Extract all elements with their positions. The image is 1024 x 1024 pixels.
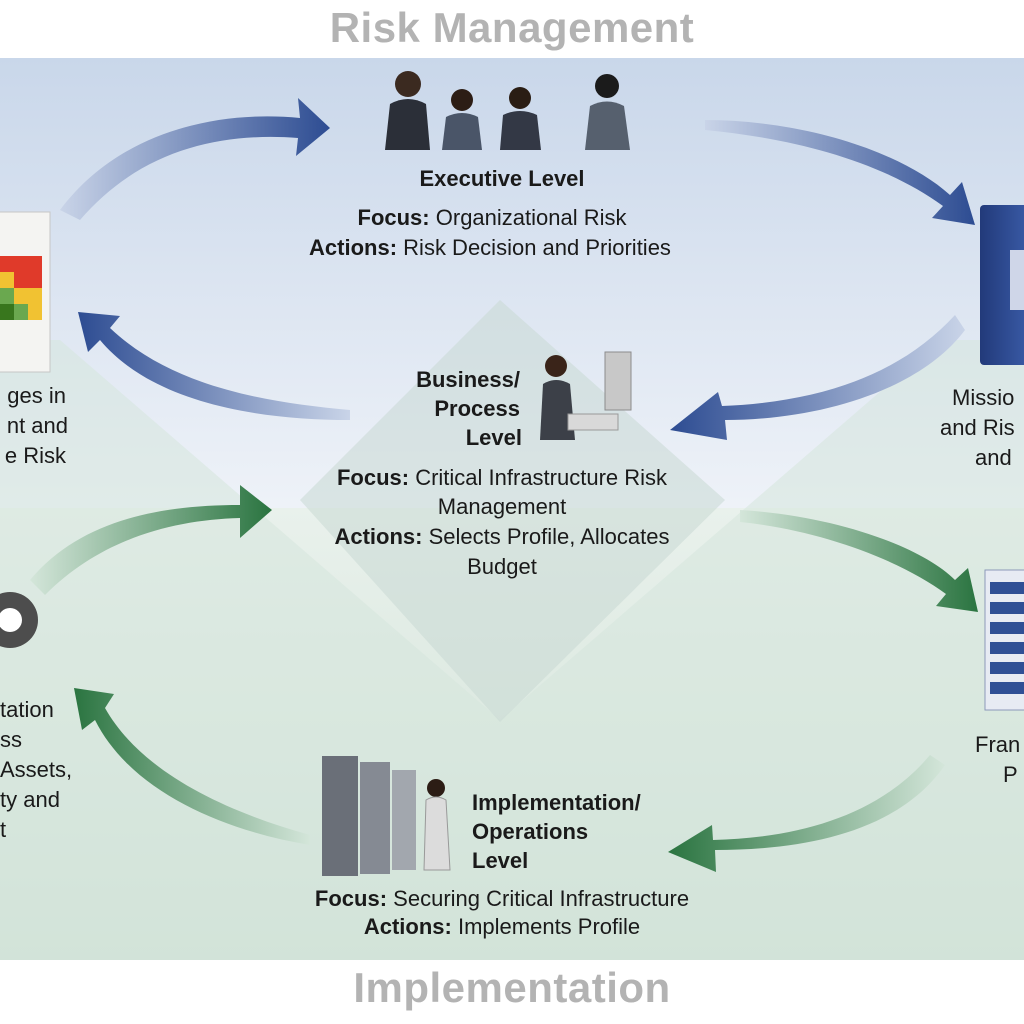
arrow-implementation-to-left [74,688,310,845]
executive-focus: Focus: Organizational Risk [262,203,722,233]
business-focus-line-1: Critical Infrastructure Risk [415,465,668,490]
business-focus-line-2: Management [437,494,567,519]
business-actions: Actions: Selects Profile, Allocates [272,522,732,552]
left-bottom-label-line-2: ss [0,727,22,752]
executive-level-heading: Executive Level [419,166,585,191]
arrow-business-to-right [740,510,978,612]
left-bottom-label-line-3: Assets, [0,757,73,782]
executive-actions-text: Risk Decision and Priorities [403,235,671,260]
implementation-actions-text: Implements Profile [457,914,641,939]
risk-heatmap-document-icon [0,211,51,373]
left-bottom-label-line-5: t [0,817,7,842]
executive-focus-text: Organizational Risk [435,205,627,230]
business-focus-label: Focus: [336,465,410,490]
lower-triangle [0,340,1024,960]
right-top-label-line-3: and [975,445,1012,470]
executive-team-icon [385,71,630,150]
business-heading-line-1: Business/ [416,367,520,392]
server-room-icon [322,756,451,876]
right-bottom-label-line-2: P [1003,762,1018,787]
executive-actions-label: Actions: [309,235,398,260]
left-bottom-label-line-4: ty and [0,787,60,812]
risk-management-title: Risk Management [329,4,695,51]
business-focus: Focus: Critical Infrastructure Risk [272,463,732,493]
center-diamond [300,300,725,722]
left-top-label-line-3: e Risk [4,443,66,468]
arrow-business-to-left [78,312,350,420]
business-actions-line-2: Budget [467,554,537,579]
gear-icon [0,592,38,648]
implementation-actions: Actions: Implements Profile [242,912,762,942]
framework-profile-icon [984,569,1024,711]
arrow-right-to-implementation [668,755,945,872]
right-top-label-line-2: and Ris [940,415,1015,440]
implementation-heading-line-2: Operations [472,819,589,844]
implementation-focus: Focus: Securing Critical Infrastructure [242,884,762,914]
implementation-heading-line-1: Implementation/ [472,790,641,815]
binder-server-icon [980,205,1024,365]
implementation-heading-line-3: Level [472,848,529,873]
left-top-label-line-1: ges in [7,383,66,408]
implementation-title: Implementation [353,964,671,1011]
business-heading-line-3: Level [465,425,522,450]
arrow-to-executive [60,98,330,220]
executive-focus-label: Focus: [357,205,430,230]
right-top-label-line-1: Missio [952,385,1015,410]
business-analyst-icon [540,351,632,440]
arrow-left-to-business [30,485,272,595]
arrow-executive-to-right [705,120,975,225]
business-heading-line-2: Process [434,396,520,421]
implementation-actions-label: Actions: [363,914,452,939]
business-actions-label: Actions: [334,524,423,549]
left-bottom-label-line-1: tation [0,697,54,722]
implementation-focus-label: Focus: [314,886,388,911]
arrow-right-to-business [670,315,965,440]
executive-actions: Actions: Risk Decision and Priorities [240,233,740,263]
business-actions-line-1: Selects Profile, Allocates [428,524,670,549]
left-top-label-line-2: nt and [6,413,68,438]
right-bottom-label-line-1: Fran [975,732,1021,757]
implementation-focus-text: Securing Critical Infrastructure [393,886,690,911]
